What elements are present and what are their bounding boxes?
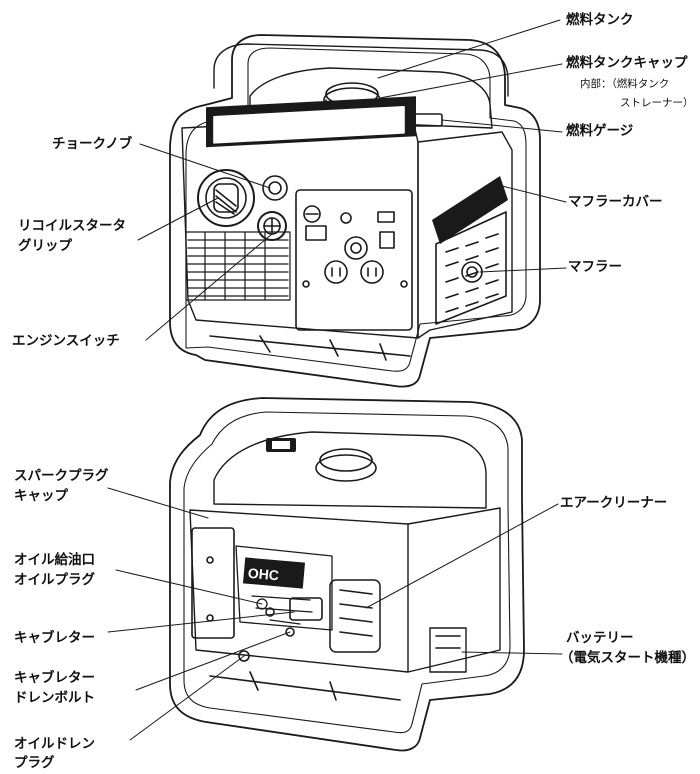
label-carb-drain-2: ドレンボルト <box>14 690 95 706</box>
label-fuel-tank-cap: 燃料タンクキャップ <box>566 55 688 71</box>
side-panel <box>191 527 235 639</box>
label-muffler: マフラー <box>568 259 622 275</box>
bottom-generator: OHC <box>169 397 525 752</box>
label-fuel-tank-cap-note-2: ストレーナー） <box>620 97 694 109</box>
muffler-cover <box>432 176 508 325</box>
bottom-frame <box>169 397 525 752</box>
bottom-fuel-tank <box>213 431 487 509</box>
label-spark-plug-cap-2: キャップ <box>14 488 68 504</box>
outlet-panel <box>295 189 413 331</box>
top-generator <box>169 34 541 388</box>
label-recoil-starter-2: グリップ <box>18 238 72 254</box>
label-engine-switch: エンジンスイッチ <box>12 333 120 349</box>
label-carb-drain-1: キャブレター <box>14 670 95 686</box>
engine-block: OHC <box>235 545 333 631</box>
leader-lines <box>107 19 567 741</box>
label-choke-knob: チョークノブ <box>52 136 133 152</box>
label-spark-plug-cap-1: スパークプラグ <box>14 468 109 484</box>
label-oil-drain-2: プラグ <box>14 755 55 771</box>
label-fuel-tank: 燃料タンク <box>566 12 634 28</box>
label-fuel-gauge: 燃料ゲージ <box>566 123 634 139</box>
label-oil-filler-2: オイルプラグ <box>14 572 95 588</box>
engine-mark: OHC <box>247 565 279 584</box>
muffler <box>461 261 483 283</box>
label-air-cleaner: エアークリーナー <box>560 495 668 511</box>
label-carburetor: キャブレター <box>14 630 95 646</box>
label-oil-drain-1: オイルドレン <box>14 736 95 752</box>
label-muffler-cover: マフラーカバー <box>568 194 663 210</box>
label-battery-2: （電気スタート機種） <box>560 650 695 666</box>
fuel-tank <box>249 67 493 129</box>
air-cleaner <box>329 579 381 653</box>
label-fuel-tank-cap-note-1: 内部：（燃料タンク <box>580 78 670 90</box>
choke-knob <box>262 175 288 201</box>
carburetor <box>289 597 323 621</box>
label-oil-filler-1: オイル給油口 <box>14 552 95 568</box>
label-battery-1: バッテリー <box>566 630 634 646</box>
recoil-starter-grip <box>197 169 255 227</box>
oil-drain-plug <box>238 650 250 662</box>
label-recoil-starter-1: リコイルスタータ <box>18 218 126 234</box>
battery <box>429 627 467 673</box>
intake-grille <box>185 231 291 301</box>
carb-drain-bolt <box>285 627 295 637</box>
